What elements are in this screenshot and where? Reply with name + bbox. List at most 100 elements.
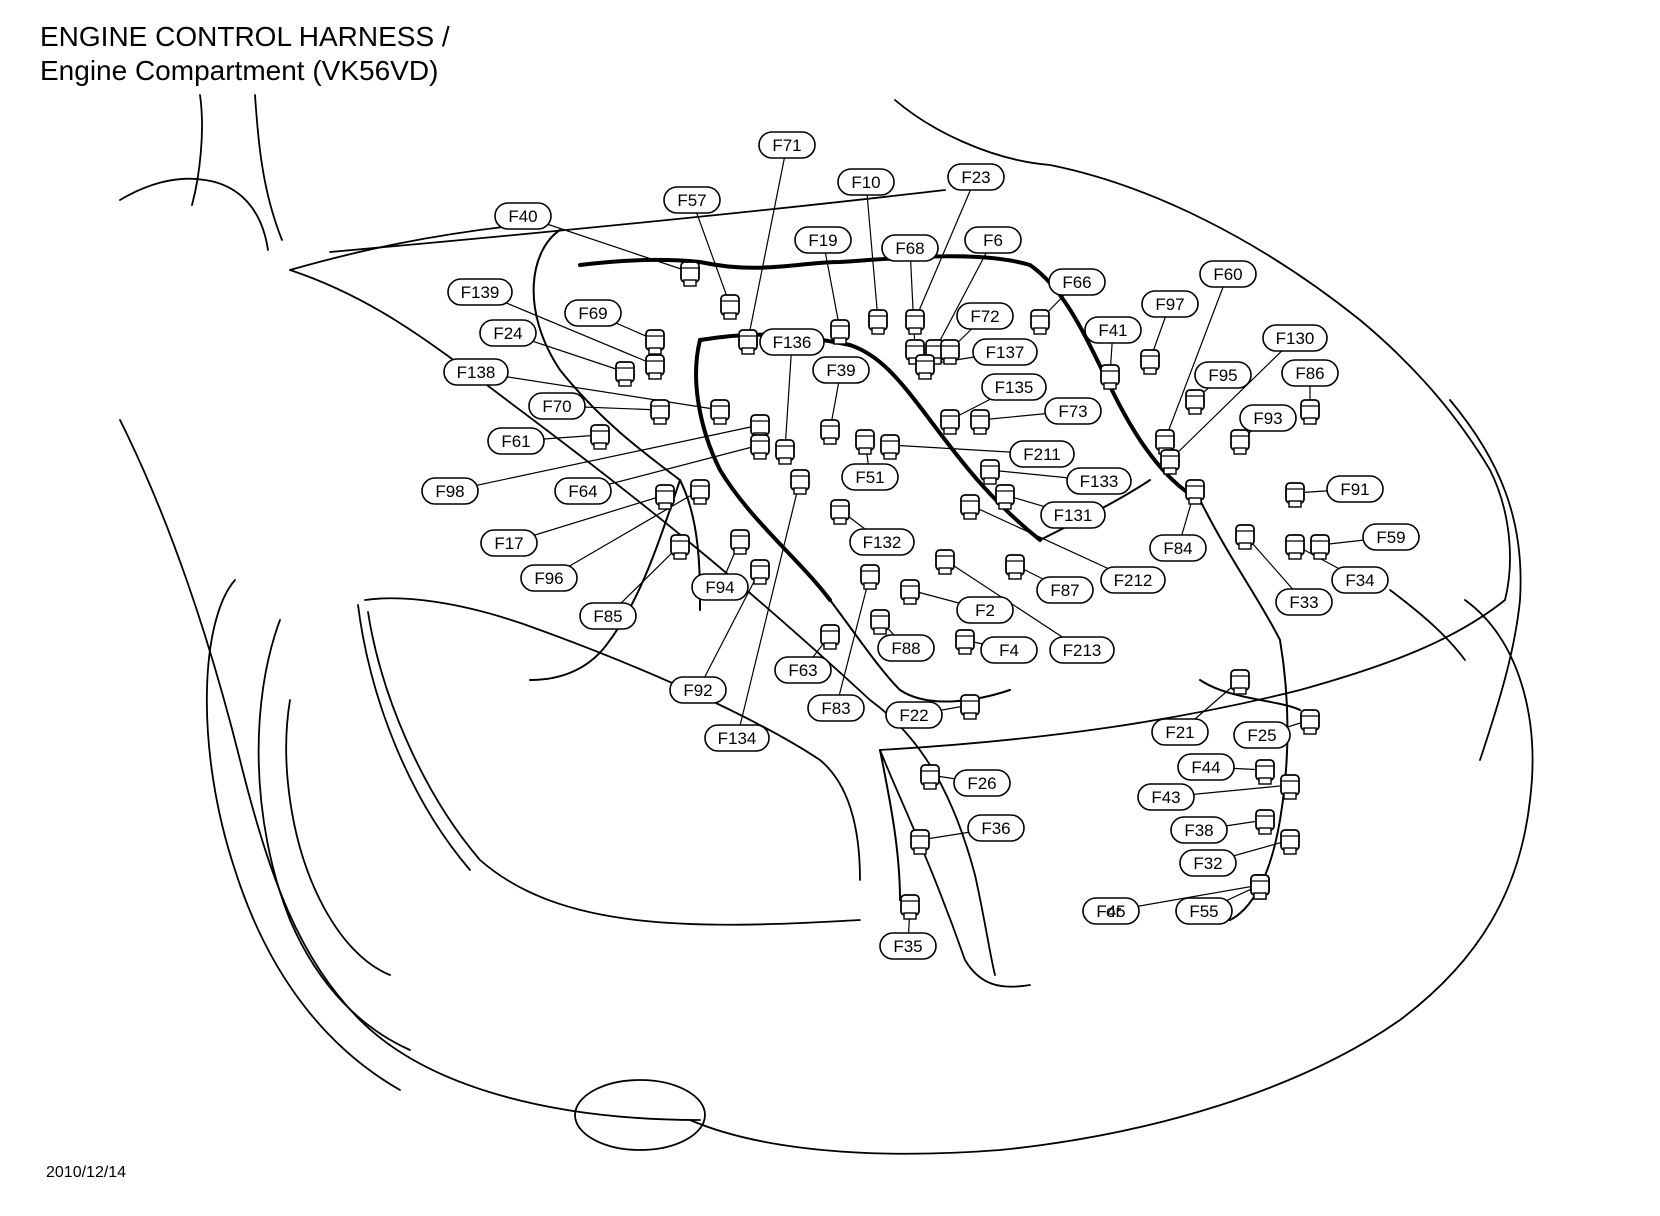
- leader-f136: [784, 341, 793, 451]
- connector-label-f138: F138: [443, 358, 509, 386]
- connector-id-f4: F4: [999, 641, 1019, 660]
- connector-id-f138: F138: [457, 363, 496, 382]
- connector-label-f93: F93: [1239, 404, 1297, 432]
- connector-plug-f93: [1230, 429, 1250, 455]
- connector-plug-f70: [650, 399, 670, 425]
- connector-id-f73: F73: [1058, 402, 1087, 421]
- connector-label-f63: F63: [774, 656, 832, 684]
- connector-label-f213: F213: [1049, 636, 1115, 664]
- connector-id-f136: F136: [773, 333, 812, 352]
- connector-label-f211: F211: [1009, 440, 1075, 468]
- leader-f138: [475, 371, 721, 411]
- leader-f134: [736, 479, 801, 739]
- connector-plug-f83: [860, 564, 880, 590]
- connector-id-f68: F68: [895, 239, 924, 258]
- connector-plug-f63: [820, 624, 840, 650]
- connector-label-f60: F60: [1199, 260, 1257, 288]
- connector-id-f38: F38: [1184, 821, 1213, 840]
- connector-id-f135: F135: [995, 378, 1034, 397]
- connector-id-f86: F86: [1295, 364, 1324, 383]
- connector-label-f44: F44: [1177, 753, 1235, 781]
- connector-plug-f66: [1030, 309, 1050, 335]
- connector-label-f84: F84: [1149, 534, 1207, 562]
- connector-label-f88: F88: [877, 634, 935, 662]
- connector-plug-f40: [680, 261, 700, 287]
- connector-label-f2: F2: [956, 596, 1014, 624]
- connector-plug-f137: [915, 354, 935, 380]
- leader-f139: [479, 291, 656, 366]
- connector-label-f19: F19: [794, 226, 852, 254]
- connector-plug-f59: [1310, 534, 1330, 560]
- leader-f10: [865, 181, 879, 321]
- connector-plug-f85: [670, 534, 690, 560]
- connector-plug-f38: [1255, 809, 1275, 835]
- connector-label-f137: F137: [972, 338, 1038, 366]
- connector-label-f24: F24: [479, 319, 537, 347]
- connector-id-f45: F45: [1096, 902, 1125, 921]
- connector-id-f85: F85: [593, 607, 622, 626]
- connector-plug-f132: [830, 499, 850, 525]
- connector-id-f66: F66: [1062, 273, 1091, 292]
- connector-label-f96: F96: [520, 564, 578, 592]
- connector-plug-f35: [900, 894, 920, 920]
- connector-plug-f23: [905, 309, 925, 335]
- connector-label-f36: F36: [967, 814, 1025, 842]
- connector-id-f34: F34: [1345, 571, 1374, 590]
- connector-id-f25: F25: [1247, 726, 1276, 745]
- connector-label-f86: F86: [1281, 359, 1339, 387]
- connector-label-f97: F97: [1141, 290, 1199, 318]
- connector-plug-f138: [710, 399, 730, 425]
- connector-plug-f21: [1230, 669, 1250, 695]
- connector-id-f10: F10: [851, 173, 880, 192]
- connector-label-f45: F45: [1082, 897, 1140, 925]
- connector-id-f21: F21: [1165, 723, 1194, 742]
- connector-label-f98: F98: [421, 477, 479, 505]
- diagram-title: ENGINE CONTROL HARNESS / Engine Compartm…: [40, 20, 450, 88]
- connector-label-f212: F212: [1100, 566, 1166, 594]
- connector-plug-f136: [775, 439, 795, 465]
- connector-label-f73: F73: [1044, 397, 1102, 425]
- connector-id-f17: F17: [494, 534, 523, 553]
- connector-id-f71: F71: [772, 136, 801, 155]
- connector-id-f84: F84: [1163, 539, 1192, 558]
- connector-label-f6: F6: [964, 226, 1022, 254]
- connector-plug-f95: [1185, 389, 1205, 415]
- connector-id-f51: F51: [855, 468, 884, 487]
- connector-label-f10: F10: [837, 168, 895, 196]
- connector-id-f23: F23: [961, 168, 990, 187]
- connector-id-f93: F93: [1253, 409, 1282, 428]
- connector-label-f71: F71: [758, 131, 816, 159]
- connector-label-f43: F43: [1137, 783, 1195, 811]
- connector-plug-f72: [940, 339, 960, 365]
- connector-label-f133: F133: [1066, 467, 1132, 495]
- connector-id-f212: F212: [1114, 571, 1153, 590]
- connector-plug-f39: [820, 419, 840, 445]
- connector-id-f64: F64: [568, 482, 597, 501]
- connector-label-f61: F61: [487, 427, 545, 455]
- connector-label-f69: F69: [564, 299, 622, 327]
- connector-id-f137: F137: [986, 343, 1025, 362]
- title-line-1: ENGINE CONTROL HARNESS /: [40, 21, 450, 52]
- connector-label-f130: F130: [1262, 324, 1328, 352]
- connector-plug-f34: [1285, 534, 1305, 560]
- leader-f212: [969, 504, 1134, 581]
- connector-separator: or: [1106, 902, 1121, 921]
- connector-label-f55: F55: [1175, 897, 1233, 925]
- connector-id-f94: F94: [705, 578, 734, 597]
- connector-plug-f73: [970, 409, 990, 435]
- connector-plug-f130: [1160, 449, 1180, 475]
- leader-f98: [449, 424, 761, 492]
- connector-label-f68: F68: [881, 234, 939, 262]
- connector-id-f72: F72: [970, 307, 999, 326]
- connector-id-f57: F57: [677, 191, 706, 210]
- connector-label-f35: F35: [879, 932, 937, 960]
- diagram-date: 2010/12/14: [46, 1164, 127, 1181]
- connector-id-f40: F40: [508, 207, 537, 226]
- leader-f83: [835, 574, 871, 709]
- connector-id-f63: F63: [788, 661, 817, 680]
- connector-label-f131: F131: [1040, 501, 1106, 529]
- connector-plug-f25: [1300, 709, 1320, 735]
- connector-id-f35: F35: [893, 937, 922, 956]
- connector-label-f57: F57: [663, 186, 721, 214]
